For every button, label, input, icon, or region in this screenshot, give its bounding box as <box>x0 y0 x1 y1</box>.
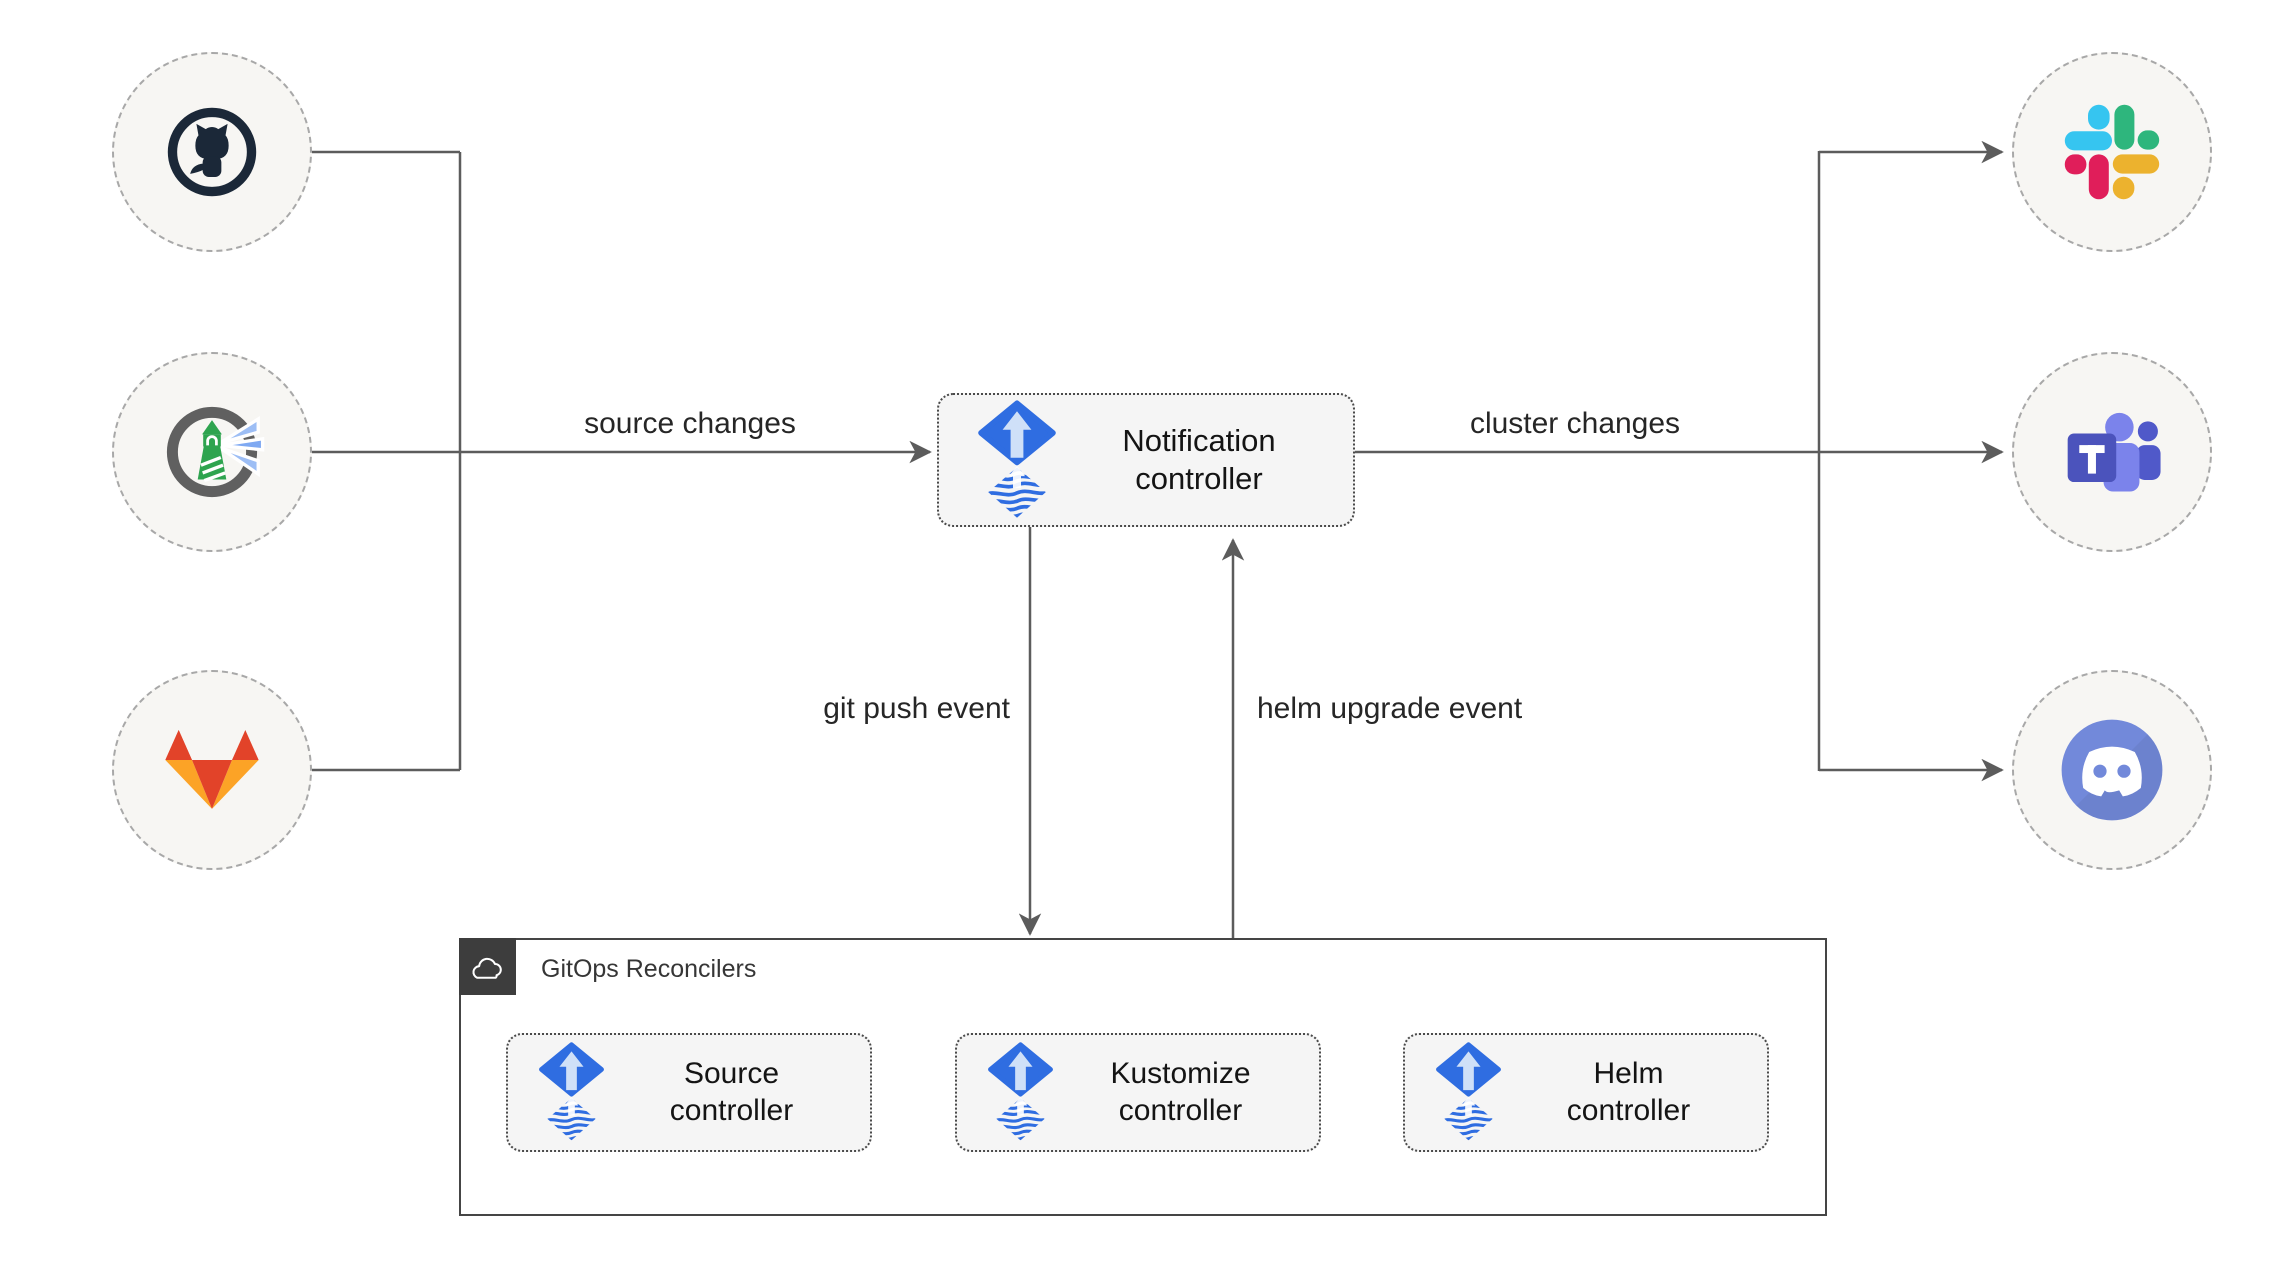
flux-icon <box>987 1042 1054 1143</box>
edge-label-cluster-changes: cluster changes <box>1469 407 1681 440</box>
kustomize-controller-label: Kustomize controller <box>1110 1056 1251 1127</box>
cloud-badge <box>459 938 516 995</box>
teams-icon <box>2067 412 2161 492</box>
harbor-icon <box>166 406 265 498</box>
node-notification-controller: Notification controller <box>937 393 1355 527</box>
source-controller-label: Source controller <box>669 1056 794 1127</box>
node-github <box>112 52 312 252</box>
gitops-reconcilers-title: GitOps Reconcilers <box>541 955 757 983</box>
node-teams <box>2012 352 2212 552</box>
node-gitlab <box>112 670 312 870</box>
node-slack <box>2012 52 2212 252</box>
edge-label-git-push-event: git push event <box>823 692 1010 725</box>
cloud-icon <box>472 957 502 979</box>
edge-label-helm-upgrade-event: helm upgrade event <box>1257 692 1523 725</box>
edge-label-source-changes: source changes <box>584 407 796 440</box>
gitlab-icon <box>165 730 259 809</box>
notification-controller-label: Notification controller <box>1122 423 1276 496</box>
flux-icon <box>538 1042 605 1143</box>
node-discord <box>2012 670 2212 870</box>
slack-icon <box>2064 104 2160 200</box>
flux-icon <box>977 400 1057 521</box>
discord-icon <box>2061 719 2163 821</box>
node-helm-controller: Helm controller <box>1403 1033 1769 1152</box>
flux-icon <box>1435 1042 1502 1143</box>
node-source-controller: Source controller <box>506 1033 872 1152</box>
github-icon <box>167 107 257 197</box>
node-kustomize-controller: Kustomize controller <box>955 1033 1321 1152</box>
node-harbor <box>112 352 312 552</box>
helm-controller-label: Helm controller <box>1566 1056 1691 1127</box>
